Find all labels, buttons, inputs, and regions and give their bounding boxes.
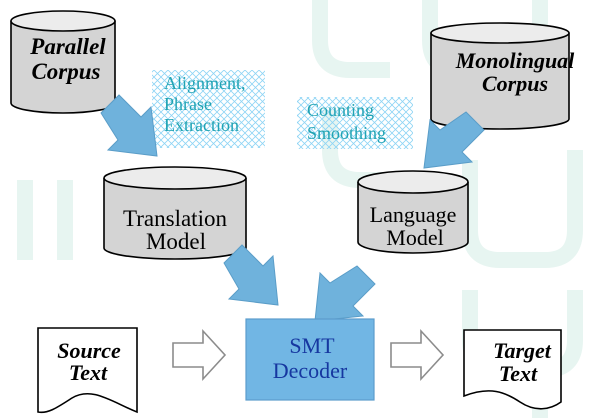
target-text-label: Target (493, 338, 552, 363)
monolingual-corpus-cylinder: Monolingual Corpus (430, 22, 575, 130)
language-model-label: Language (370, 202, 457, 227)
counting-process-box: Counting Smoothing (297, 97, 413, 149)
extraction-label: Extraction (164, 115, 239, 135)
decoder-label: Decoder (273, 358, 348, 383)
alignment-process-box: Alignment, Phrase Extraction (152, 70, 265, 148)
arrow-monolingual-to-language (423, 111, 485, 169)
monolingual-corpus-label: Monolingual (455, 48, 575, 73)
alignment-label: Alignment, (164, 73, 246, 93)
language-model-label-2: Model (386, 225, 443, 250)
arrow-source-to-decoder (172, 328, 227, 382)
translation-model-cylinder: Translation Model (103, 166, 247, 260)
source-text-label: Source (57, 338, 121, 363)
arrow-decoder-to-target (390, 328, 445, 382)
language-model-cylinder: Language Model (357, 170, 469, 254)
phrase-label: Phrase (164, 94, 212, 114)
source-text-label-2: Text (69, 360, 108, 385)
monolingual-corpus-label-2: Corpus (482, 71, 548, 96)
parallel-corpus-label-2: Corpus (31, 59, 100, 84)
counting-label: Counting (307, 100, 374, 120)
smt-decoder-box: SMT Decoder (245, 318, 375, 401)
arrow-parallel-to-translation (100, 94, 158, 157)
parallel-corpus-label: Parallel (29, 34, 106, 59)
parallel-corpus-cylinder: Parallel Corpus (10, 10, 116, 114)
source-text-document: Source Text (37, 327, 138, 414)
translation-model-label: Translation (123, 206, 227, 231)
target-text-document: Target Text (463, 329, 562, 410)
smt-label: SMT (289, 333, 335, 358)
smoothing-label: Smoothing (307, 123, 386, 143)
translation-model-label-2: Model (146, 229, 206, 254)
arrow-translation-to-decoder (223, 244, 279, 306)
arrow-language-to-decoder (314, 265, 376, 322)
target-text-label-2: Text (499, 361, 538, 386)
